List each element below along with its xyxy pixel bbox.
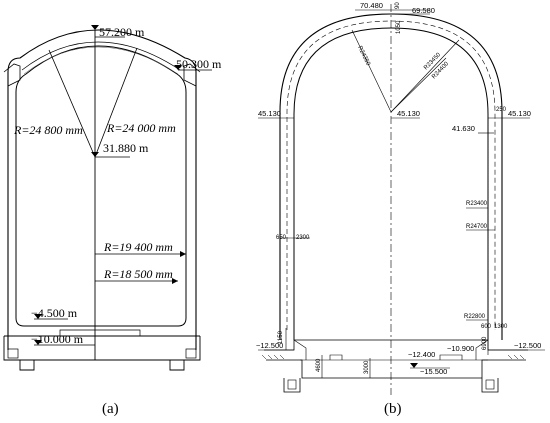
panel-b-dim-1300: 1300 [494,324,508,330]
panel-a-radius-18500: R=18 500 mm [103,267,173,281]
panel-a-inner-shell [15,45,187,327]
panel-b-right-base: −12.500 [514,341,541,350]
panel-b-right-dim-250: 250 [496,107,507,113]
panel-b-radius-1 [351,29,392,113]
panel-b-dim-1150: 1150 [278,330,284,344]
panel-a-top-marker [91,25,99,30]
panel-b-footing-right [485,379,495,390]
panel-b-haunch-right [475,339,489,360]
panel-a-arch-top-2 [23,46,179,75]
panel-b-r-22800: R22800 [464,314,486,320]
panel-b-caption: (b) [384,401,402,417]
panel-b-bottom-marker [410,363,418,368]
panel-b-hatch-left [261,354,285,360]
panel-b-dashed-lining [286,20,496,330]
panel-b-dim-4600: 4600 [316,358,322,372]
panel-b-dim-650: 650 [276,235,287,241]
panel-a-floor-elev: −4.500 m [31,306,78,320]
panel-a-arch-top [21,41,181,71]
panel-a-radius-19400: R=19 400 mm [103,240,173,254]
panel-b-dim-1050: 1050 [396,20,402,34]
panel-a-outer-shell [7,29,197,350]
panel-b-right-springline: 45.130 [508,109,531,118]
panel-a-base-slab [3,335,201,371]
panel-a-radius-left [48,49,96,158]
panel-a-center-marker [91,152,99,157]
panel-b-dim-90: 90 [395,2,401,9]
panel-a-caption: (a) [102,401,119,417]
panel-b-dim-3000: 3000 [364,360,370,374]
panel-b-radius-2 [390,39,460,113]
panel-b: 70.480 69.580 90 1050 R24350 R23450 R244… [256,1,545,417]
panel-b-haunch-left [293,339,307,360]
panel-a-right-marker [174,65,182,70]
panel-a-right-haunch [183,63,201,87]
panel-b-floor-right: −10.900 [447,344,474,353]
panel-a-dim-18500-arrow [172,278,178,284]
panel-a-right-elev: 50.300 m [176,57,222,71]
panel-b-r-24700: R24700 [466,224,488,230]
panel-a-top-elev: 57.200 m [99,25,145,39]
panel-a-floor-marker [34,314,42,319]
panel-a-base-step [59,329,141,336]
panel-a-left-haunch [3,63,21,87]
panel-a-base-block-right [185,348,197,359]
panel-b-bottom: −15.500 [420,367,447,376]
panel-b-center-elev: 45.130 [397,109,420,118]
panel-a-dim-19400-arrow [180,251,186,257]
panel-a-radius-right [94,47,138,158]
panel-b-top-right-elev: 69.580 [412,6,435,15]
panel-b-base-outline [264,339,528,393]
panel-a-base-elev: −10.000 m [31,332,84,346]
panel-b-dim-600: 600 [481,324,492,330]
panel-b-left-base: −12.500 [256,341,283,350]
panel-b-footing-left [287,379,297,390]
panel-b-left-springline: 45.130 [258,109,281,118]
panel-a-radius-right: R=24 000 mm [106,121,176,135]
panel-b-top-left-elev: 70.480 [360,1,383,10]
panel-a-base-block-left [7,348,19,359]
panel-a: 57.200 m 50.300 m R=24 800 mm R=24 000 m… [3,25,222,417]
panel-a-radius-left: R=24 800 mm [13,123,83,137]
panel-b-r-24350: R24350 [356,45,371,67]
panel-b-r-23400: R23400 [466,201,488,207]
panel-a-base-marker [34,340,42,345]
panel-b-floor-mid: −12.400 [408,350,435,359]
panel-b-dim-2300: 2300 [296,235,310,241]
panel-b-left-inner: 41.630 [452,124,475,133]
panel-a-center-elev: 31.880 m [103,141,149,155]
panel-b-dim-6900: 6900 [482,336,488,350]
panel-b-radius-3 [390,57,447,113]
panel-b-hatch-right [507,354,525,360]
panel-b-floor-steps [300,354,488,361]
